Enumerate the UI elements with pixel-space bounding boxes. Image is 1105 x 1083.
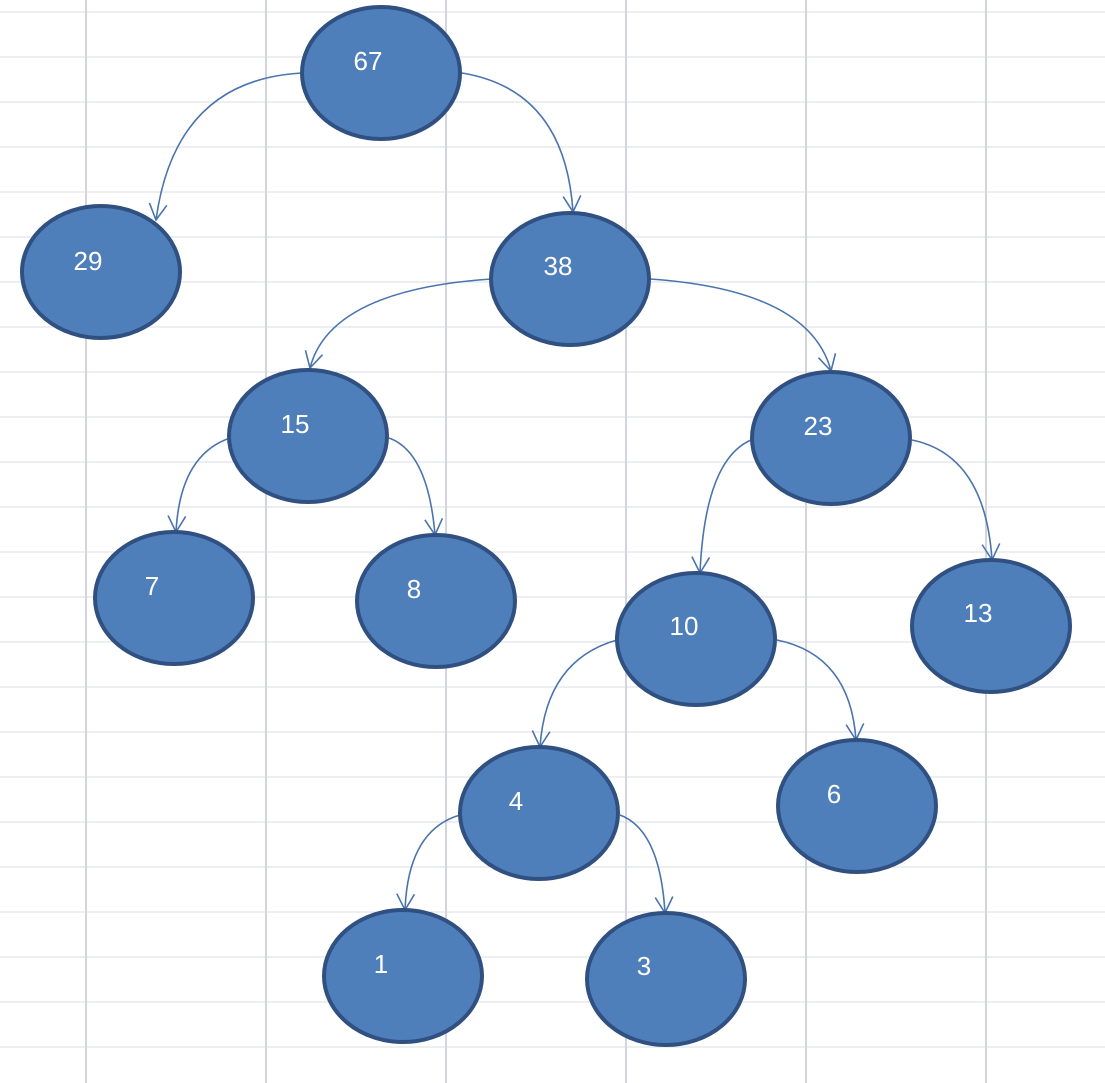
tree-edges — [148, 72, 1001, 915]
node-label: 38 — [544, 251, 573, 281]
tree-node-67: 67 — [300, 5, 462, 141]
tree-node-7: 7 — [93, 530, 255, 666]
arrowhead-icon — [304, 350, 324, 370]
node-ellipse — [615, 571, 777, 707]
node-label: 23 — [804, 411, 833, 441]
node-label: 29 — [74, 246, 103, 276]
node-label: 13 — [964, 598, 993, 628]
node-label: 6 — [827, 779, 841, 809]
node-ellipse — [20, 204, 182, 340]
node-label: 7 — [145, 571, 159, 601]
tree-node-6: 6 — [776, 738, 938, 874]
tree-node-29: 29 — [20, 204, 182, 340]
arrowhead-icon — [148, 202, 168, 222]
edge-4-to-3 — [619, 814, 666, 914]
tree-node-1: 1 — [322, 908, 484, 1044]
node-ellipse — [585, 911, 747, 1047]
edge-10-to-4 — [539, 639, 618, 748]
node-ellipse — [776, 738, 938, 874]
arrowhead-icon — [817, 353, 837, 373]
node-ellipse — [458, 745, 620, 881]
node-ellipse — [300, 5, 462, 141]
tree-node-13: 13 — [910, 558, 1072, 694]
node-label: 4 — [509, 786, 523, 816]
edge-10-to-6 — [776, 639, 857, 741]
edge-67-to-29 — [155, 72, 303, 221]
node-label: 3 — [637, 951, 651, 981]
node-ellipse — [489, 211, 651, 347]
node-label: 10 — [670, 611, 699, 641]
edge-38-to-15 — [309, 278, 492, 369]
node-label: 1 — [374, 949, 388, 979]
tree-node-15: 15 — [227, 368, 389, 504]
edge-15-to-7 — [175, 437, 231, 533]
node-ellipse — [93, 530, 255, 666]
node-label: 67 — [354, 46, 383, 76]
edge-38-to-23 — [649, 278, 832, 372]
node-label: 15 — [281, 409, 310, 439]
edge-67-to-38 — [461, 72, 574, 213]
node-label: 8 — [407, 574, 421, 604]
edge-23-to-13 — [911, 439, 993, 561]
node-ellipse — [322, 908, 484, 1044]
tree-node-4: 4 — [458, 745, 620, 881]
edge-4-to-1 — [404, 814, 461, 911]
node-ellipse — [910, 558, 1072, 694]
edge-15-to-8 — [388, 437, 436, 536]
tree-node-3: 3 — [585, 911, 747, 1047]
tree-node-8: 8 — [355, 533, 517, 669]
edge-23-to-10 — [699, 439, 752, 574]
tree-node-23: 23 — [750, 370, 912, 506]
node-ellipse — [355, 533, 517, 669]
node-ellipse — [227, 368, 389, 504]
tree-node-38: 38 — [489, 211, 651, 347]
tree-node-10: 10 — [615, 571, 777, 707]
node-ellipse — [750, 370, 912, 506]
